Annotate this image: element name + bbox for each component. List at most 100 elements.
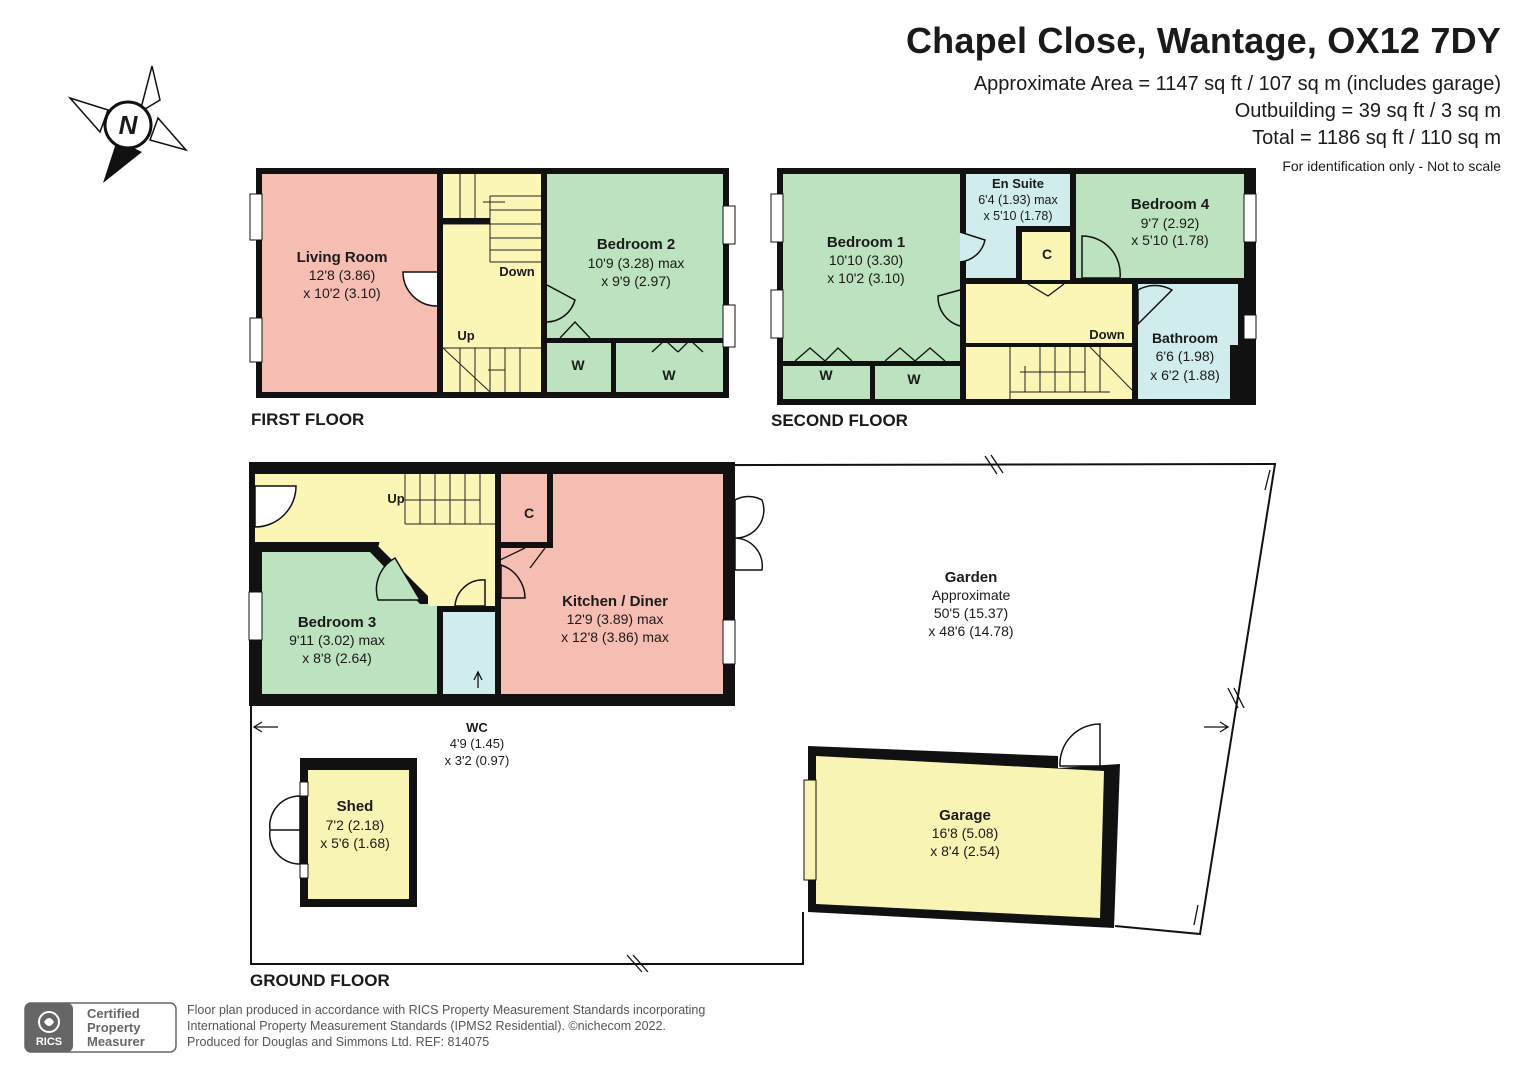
window-icon [770,289,784,339]
bedroom-3-name: Bedroom 3 [298,614,376,631]
window-icon [1243,193,1257,243]
footer-line-3: Produced for Douglas and Simmons Ltd. RE… [187,1035,489,1049]
second-floor-landing [966,284,1132,399]
en-suite-name: En Suite [992,176,1044,191]
bathroom-dim1: 6'6 (1.98) [1156,348,1215,364]
ground-floor-plan: Up C Bedroom 3 9'11 (3.02) max x 8'8 (2.… [248,454,1277,990]
wc-door-icon [454,579,486,607]
second-floor-label: SECOND FLOOR [771,411,908,430]
footer-line-1: Floor plan produced in accordance with R… [187,1003,705,1017]
outbuilding-area: Outbuilding = 39 sq ft / 3 sq m [1234,100,1501,122]
kitchen-door-icon [500,563,526,599]
bedroom-1-name: Bedroom 1 [827,234,905,251]
second-floor-stairs [1009,346,1133,399]
wc-area [443,612,495,694]
first-floor-label: FIRST FLOOR [251,410,364,429]
ground-floor-stairs [404,474,495,525]
wardrobe-label: W [662,367,676,383]
bedroom-1-dim2: x 10'2 (3.10) [827,270,904,286]
living-room-door-icon [402,271,438,307]
stairs-down-label: Down [1089,327,1124,342]
badge-line-3: Measurer [87,1034,145,1049]
garden-approx: Approximate [932,587,1011,603]
window-icon [722,205,736,245]
ground-floor-label: GROUND FLOOR [250,971,390,990]
shed-dim1: 7'2 (2.18) [326,817,385,833]
stairs-up-label: Up [387,491,404,506]
garage-name: Garage [939,807,991,824]
bedroom-1-door-icon [937,289,961,327]
kitchen-diner-dim1: 12'9 (3.89) max [567,611,664,627]
garden-boundary [250,462,1277,936]
first-floor-landing [443,174,541,392]
bedroom-2-name: Bedroom 2 [597,236,675,253]
garden-name: Garden [945,569,998,586]
window-icon [249,193,263,241]
bedroom-2-door-icon [546,284,576,323]
bathroom-dim2: x 6'2 (1.88) [1150,367,1220,383]
kitchen-diner-dim2: x 12'8 (3.86) max [561,629,669,645]
bedroom-4-door-icon [1081,235,1121,279]
rics-logo-text: RICS [36,1036,62,1048]
cupboard-label: C [524,505,534,521]
garage-door-icon [803,779,817,881]
garage-dim1: 16'8 (5.08) [932,825,999,841]
garage-area [816,756,1104,918]
compass-icon: N [67,65,189,183]
living-room-dim1: 12'8 (3.86) [309,267,376,283]
stairs-down-label: Down [499,264,534,279]
patio-doors-icon [734,495,765,571]
property-title: Chapel Close, Wantage, OX12 7DY [905,20,1501,61]
bedroom-4-dim2: x 5'10 (1.78) [1131,232,1208,248]
bedroom-2-dim1: 10'9 (3.28) max [588,255,685,271]
footer-line-2: International Property Measurement Stand… [187,1019,666,1033]
wc-dim2: x 3'2 (0.97) [445,753,510,768]
window-icon [248,591,263,641]
en-suite-dim2: x 5'10 (1.78) [983,209,1052,223]
window-icon [249,317,263,363]
garage-dim2: x 8'4 (2.54) [930,843,1000,859]
shed-dim2: x 5'6 (1.68) [320,835,390,851]
bedroom-3-dim1: 9'11 (3.02) max [289,632,385,648]
bedroom-2-area [547,174,723,392]
window-icon [722,619,736,665]
rics-badge: RICS Certified Property Measurer [24,1002,177,1053]
wc-dim1: 4'9 (1.45) [450,736,505,751]
shed-name: Shed [337,798,374,815]
bedroom-4-dim1: 9'7 (2.92) [1141,215,1200,231]
bedroom-4-name: Bedroom 4 [1131,196,1210,213]
first-floor-plan: Living Room 12'8 (3.86) x 10'2 (3.10) Be… [249,168,736,429]
kitchen-diner-name: Kitchen / Diner [562,593,668,610]
badge-line-1: Certified [87,1006,140,1021]
garden-dim1: 50'5 (15.37) [934,605,1008,621]
approximate-area: Approximate Area = 1147 sq ft / 107 sq m… [973,73,1501,95]
living-room-name: Living Room [297,249,388,266]
living-room-dim2: x 10'2 (3.10) [303,285,380,301]
cupboard-label: C [1042,246,1052,262]
bedroom-1-dim1: 10'10 (3.30) [829,252,903,268]
wardrobe-label: W [571,357,585,373]
bathroom-door-icon [1137,284,1174,326]
bathroom-name: Bathroom [1152,330,1218,346]
garage-side-door-icon [1059,723,1101,767]
second-floor-plan: Bedroom 1 10'10 (3.30) x 10'2 (3.10) En … [770,168,1257,430]
shed-area [308,770,409,899]
bedroom-3-dim2: x 8'8 (2.64) [302,650,372,666]
garden-dim2: x 48'6 (14.78) [928,623,1013,639]
window-icon [1243,314,1257,340]
identification-note: For identification only - Not to scale [1282,158,1501,174]
total-area: Total = 1186 sq ft / 110 sq m [1252,127,1501,149]
window-icon [770,193,784,243]
badge-line-2: Property [87,1020,141,1035]
wardrobe-label: W [819,367,833,383]
wc-name: WC [466,720,488,735]
wardrobe-label: W [907,371,921,387]
compass-north-label: N [119,110,139,140]
second-floor-cupboard [1022,232,1070,280]
bedroom-2-dim2: x 9'9 (2.97) [601,273,671,289]
en-suite-door-icon [959,231,986,263]
window-icon [722,304,736,348]
stairs-up-label: Up [457,328,474,343]
shed-doors-icon [268,795,301,865]
